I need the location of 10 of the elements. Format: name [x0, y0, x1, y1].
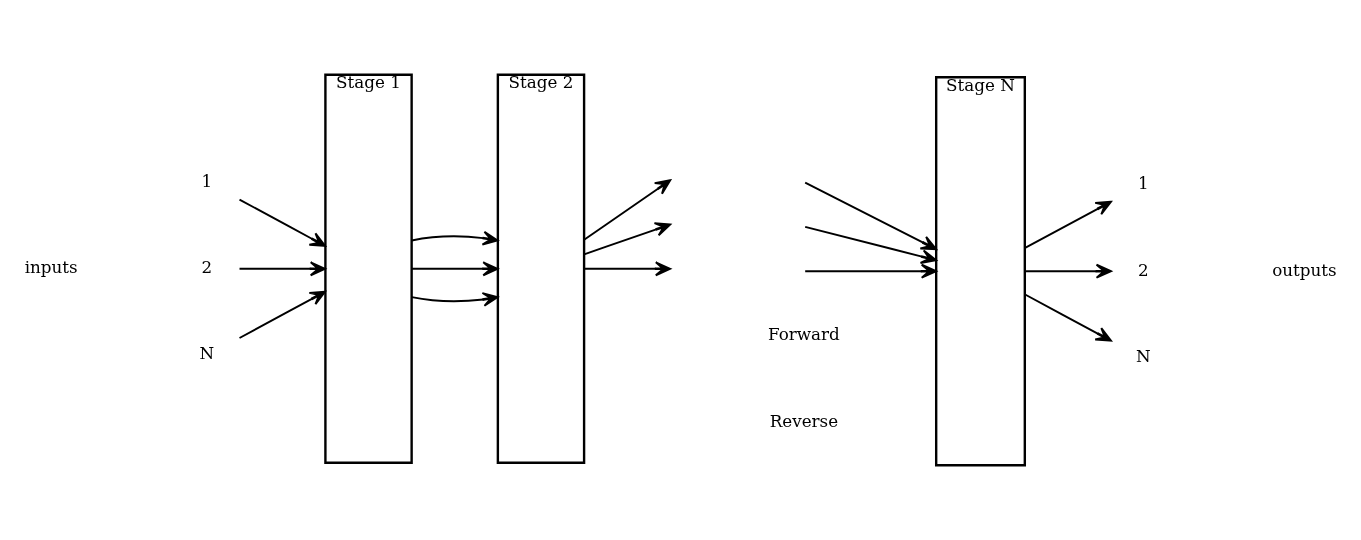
label: outputs [1272, 259, 1337, 280]
node-text: 2 [201, 257, 213, 278]
node-text: 2 [1138, 259, 1149, 280]
label: inputs [24, 257, 78, 278]
node-text: 1 [201, 171, 213, 192]
label: Reverse [769, 410, 839, 431]
node-text: N [199, 343, 215, 364]
node-text: 1 [1138, 173, 1149, 194]
label: Forward [767, 324, 840, 345]
node-text: N [1136, 345, 1151, 366]
